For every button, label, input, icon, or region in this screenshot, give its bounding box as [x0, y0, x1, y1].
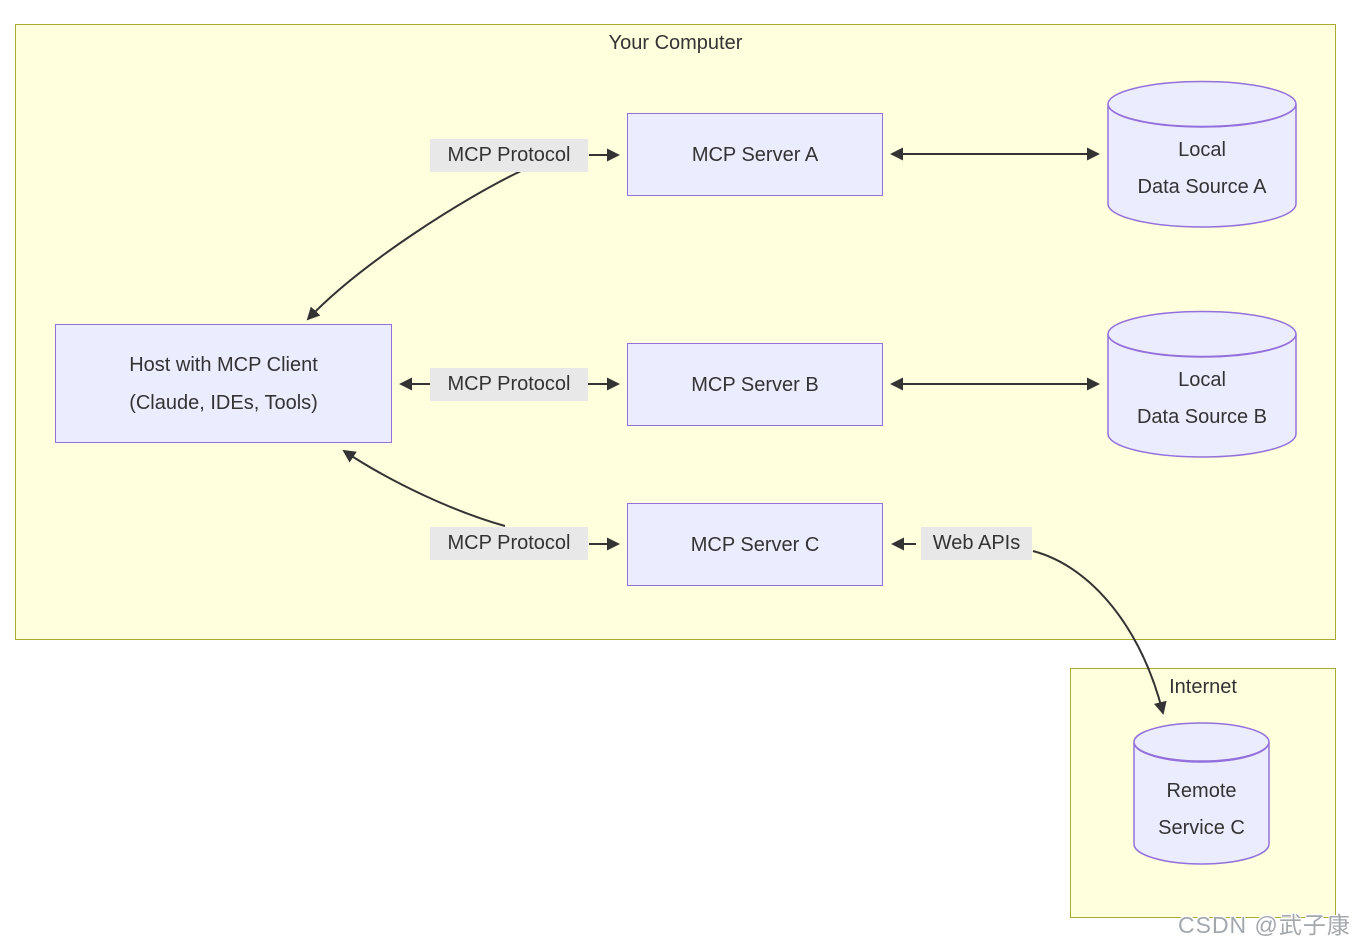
- data-source-a-node: Local Data Source A: [1107, 80, 1297, 228]
- server-c-node: MCP Server C: [627, 503, 883, 586]
- remote-service-c-node: Remote Service C: [1133, 722, 1270, 865]
- edge-label-mcp-protocol-c: MCP Protocol: [430, 527, 588, 560]
- host-node-line2: (Claude, IDEs, Tools): [129, 391, 318, 414]
- remote-service-c-line1: Remote: [1166, 780, 1237, 802]
- server-b-label: MCP Server B: [691, 373, 819, 396]
- cylinder-shape: [1133, 722, 1270, 865]
- edge-label-mcp-protocol-b: MCP Protocol: [430, 368, 588, 401]
- server-b-node: MCP Server B: [627, 343, 883, 426]
- cylinder-shape: [1107, 310, 1297, 458]
- data-source-b-line2: Data Source B: [1136, 406, 1268, 428]
- cylinder-shape: [1107, 80, 1297, 228]
- csdn-watermark: CSDN @武子康: [1178, 912, 1351, 938]
- edge-label-mcp-protocol-a: MCP Protocol: [430, 139, 588, 172]
- internet-title: Internet: [1169, 676, 1237, 698]
- host-node: Host with MCP Client (Claude, IDEs, Tool…: [55, 324, 392, 443]
- server-a-node: MCP Server A: [627, 113, 883, 196]
- server-c-label: MCP Server C: [690, 533, 820, 556]
- data-source-b-line1: Local: [1178, 369, 1226, 391]
- data-source-b-node: Local Data Source B: [1107, 310, 1297, 458]
- edge-label-web-apis: Web APIs: [921, 527, 1032, 560]
- remote-service-c-line2: Service C: [1158, 817, 1245, 839]
- your-computer-title: Your Computer: [608, 32, 743, 54]
- server-a-label: MCP Server A: [691, 143, 819, 166]
- data-source-a-line1: Local: [1178, 139, 1226, 161]
- host-node-line1: Host with MCP Client: [129, 353, 318, 376]
- data-source-a-line2: Data Source A: [1137, 176, 1267, 198]
